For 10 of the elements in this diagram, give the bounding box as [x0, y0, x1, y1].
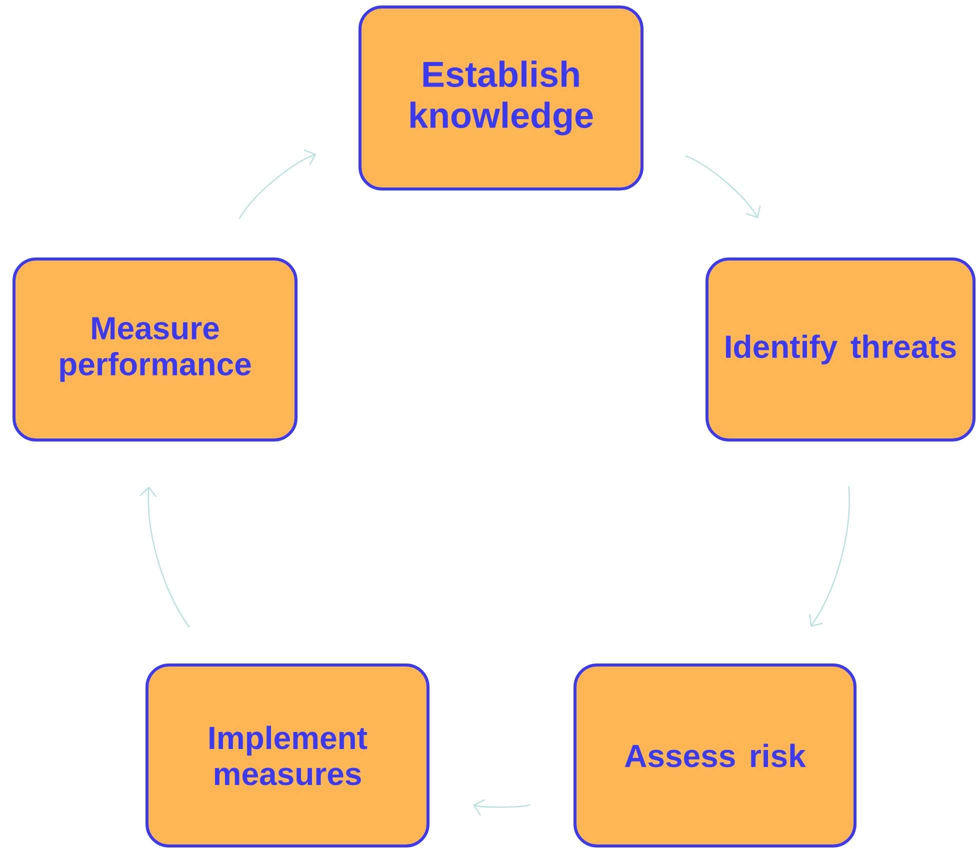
- arrow: [238, 149, 316, 219]
- process-box: Implement measures: [146, 664, 430, 848]
- arrow: [472, 799, 530, 816]
- arrow: [685, 155, 761, 218]
- process-box: Identify threats: [706, 258, 976, 442]
- arrow: [140, 486, 190, 628]
- process-box: Measure performance: [12, 258, 298, 442]
- arrow: [809, 486, 850, 627]
- process-box: Assess risk: [574, 664, 856, 848]
- process-box: Establish knowledge: [358, 6, 644, 190]
